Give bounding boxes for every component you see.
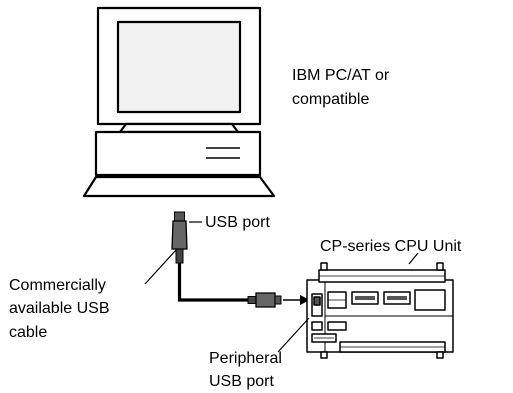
usb-connector-body-pc <box>171 220 188 250</box>
leader-lines <box>144 221 419 353</box>
cable-label-line2: available USB <box>9 300 110 317</box>
bottom-clip-right <box>436 351 444 359</box>
cpu-unit-icon <box>306 262 454 359</box>
cable-label-line1: Commercially <box>9 277 106 294</box>
usb-plug-cpu <box>274 295 282 305</box>
cpu-unit-label: CP-series CPU Unit <box>320 238 462 255</box>
computer-icon <box>82 6 276 198</box>
usb-strain-relief-pc <box>175 248 184 264</box>
slot-a <box>311 321 323 331</box>
right-panel <box>414 289 446 311</box>
monitor-stand <box>118 122 240 134</box>
monitor-screen <box>116 20 242 114</box>
top-clip-right <box>436 262 444 271</box>
usb-port-label: USB port <box>205 214 270 231</box>
leader-cpu-unit <box>408 252 419 265</box>
system-unit <box>94 130 262 177</box>
usb-connector-body-cpu <box>255 292 276 308</box>
top-clip-left <box>320 262 328 271</box>
insert-arrow-head <box>300 295 310 305</box>
pc-label-line2: compatible <box>292 91 369 108</box>
peripheral-port-label-line2: USB port <box>209 373 274 390</box>
keyboard <box>82 175 276 198</box>
dip-switch-left-inner <box>355 296 375 300</box>
cable-wire <box>177 263 250 302</box>
peripheral-port-label-line1: Peripheral <box>209 350 282 367</box>
leader-cable <box>144 249 177 285</box>
usb-cable <box>171 211 310 308</box>
slot-b <box>327 321 347 331</box>
port-opening <box>313 296 321 306</box>
pc-label-line1: IBM PC/AT or <box>292 67 390 84</box>
leader-peripheral-port <box>277 317 310 353</box>
bottom-clip-left <box>320 351 328 359</box>
cable-label-line3: cable <box>9 324 47 341</box>
dip-switch-right-inner <box>387 296 407 300</box>
